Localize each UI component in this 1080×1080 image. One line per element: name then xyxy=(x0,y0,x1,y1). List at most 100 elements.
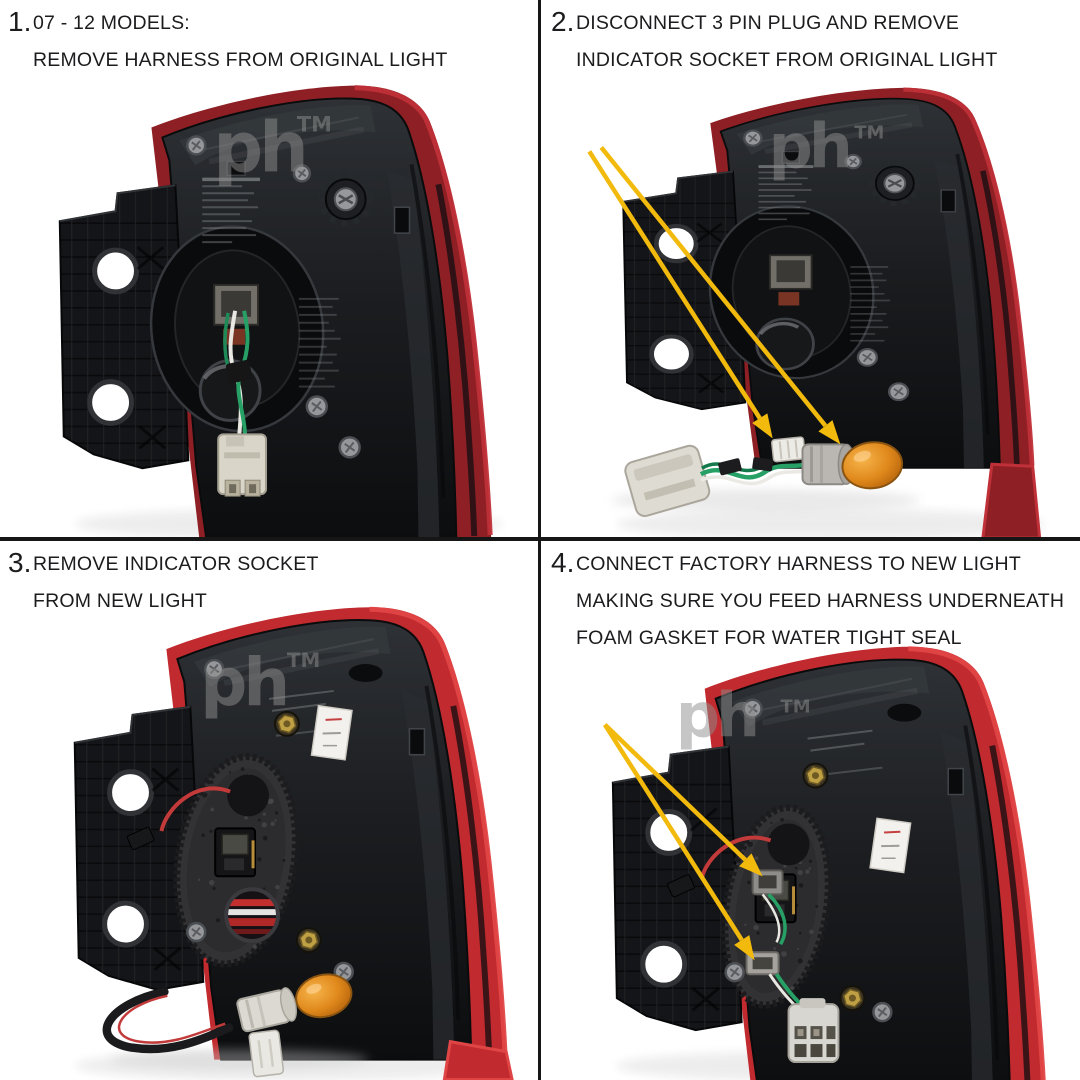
indicator-bulb-amber xyxy=(295,973,353,1019)
watermark-tm: TM xyxy=(297,113,332,137)
screw-icon xyxy=(856,347,879,367)
molded-label-text xyxy=(202,177,341,388)
loose-indicator-socket xyxy=(102,973,369,1078)
watermark: ph TM xyxy=(676,680,811,752)
housing-top-reflection xyxy=(732,666,930,727)
photo-harness-connected: ph TM xyxy=(602,646,1046,1080)
pointer-arrows xyxy=(602,723,763,961)
watermark-tm: TM xyxy=(854,122,884,143)
screw-icon xyxy=(872,1001,893,1023)
brass-bolt xyxy=(839,985,866,1012)
mounting-bracket xyxy=(73,705,205,991)
screw-icon xyxy=(887,382,910,402)
screw-icon xyxy=(186,921,207,943)
step-number: 2. xyxy=(551,6,575,37)
screw-icon xyxy=(292,164,312,183)
watermark-ph-logo: ph xyxy=(213,107,305,188)
pointer-arrow-icon xyxy=(587,150,773,439)
indicator-bulb-amber xyxy=(841,441,904,490)
park-light-wire xyxy=(667,835,772,898)
inspection-sticker xyxy=(869,817,912,874)
watermark-tm: TM xyxy=(781,697,811,718)
watermark-ph-logo: ph xyxy=(200,644,286,721)
watermark-ph-logo: ph xyxy=(769,110,849,182)
step-2-caption: 2. DISCONNECT 3 PIN PLUG AND REMOVE INDI… xyxy=(551,5,997,79)
screw-icon xyxy=(203,658,225,680)
step-text-line: REMOVE HARNESS FROM ORIGINAL LIGHT xyxy=(33,49,448,71)
lower-three-pin-plug xyxy=(745,951,780,976)
step-text-line: FOAM GASKET FOR WATER TIGHT SEAL xyxy=(576,627,962,649)
photo-harness-removed: ph TM xyxy=(587,87,1045,538)
tail-light xyxy=(58,85,493,538)
photo-new-light-socket: ph TM xyxy=(73,606,514,1080)
attached-harness xyxy=(217,310,268,497)
housing-right-ridge xyxy=(940,730,993,1080)
photo-original-light-back: ph TM xyxy=(58,85,504,538)
step-number: 3. xyxy=(8,547,32,578)
watermark: ph TM xyxy=(769,110,885,182)
bulb-recess xyxy=(708,205,875,380)
screw-icon xyxy=(338,436,361,459)
step-3-caption: 3. REMOVE INDICATOR SOCKET FROM NEW LIGH… xyxy=(8,546,319,620)
mounting-hole xyxy=(107,769,154,816)
step-text-line: FROM NEW LIGHT xyxy=(33,590,207,612)
housing-right-ridge xyxy=(386,169,440,538)
three-pin-plug xyxy=(771,436,806,463)
lens-bottom-extension xyxy=(981,462,1042,538)
bulb-recess xyxy=(149,225,325,433)
step-text-line: CONNECT FACTORY HARNESS TO NEW LIGHT xyxy=(576,553,1021,575)
harness-connector xyxy=(217,433,268,497)
mounting-hole xyxy=(649,334,694,374)
housing-top-reflection xyxy=(736,104,924,155)
mounting-hole xyxy=(102,900,149,948)
factory-plug xyxy=(624,444,711,518)
housing-top-reflection xyxy=(179,105,376,166)
inspection-sticker xyxy=(310,704,353,761)
brass-bolt xyxy=(295,927,322,953)
watermark-ph-logo: ph xyxy=(676,680,756,752)
screw-icon xyxy=(743,129,763,147)
bulb-opening xyxy=(226,889,278,942)
step-2-panel: 2. DISCONNECT 3 PIN PLUG AND REMOVE INDI… xyxy=(541,0,1080,538)
connected-harness xyxy=(745,869,840,1064)
step-1-panel: 1. 07 - 12 MODELS: REMOVE HARNESS FROM O… xyxy=(0,0,538,538)
step-text-line: DISCONNECT 3 PIN PLUG AND REMOVE xyxy=(576,12,960,34)
adjuster-gear xyxy=(868,160,921,207)
removed-harness xyxy=(611,436,921,518)
housing-top-reflection xyxy=(194,626,391,687)
step-4-caption: 4. CONNECT FACTORY HARNESS TO NEW LIGHT … xyxy=(551,546,1064,657)
adjuster-gear xyxy=(318,171,374,227)
housing-right-ridge xyxy=(401,690,455,1060)
step-number: 4. xyxy=(551,547,575,578)
watermark: ph TM xyxy=(200,644,320,721)
step-1-caption: 1. 07 - 12 MODELS: REMOVE HARNESS FROM O… xyxy=(8,5,448,79)
step-text-line: REMOVE INDICATOR SOCKET xyxy=(33,553,319,575)
screw-icon xyxy=(186,135,207,156)
screw-icon xyxy=(305,395,329,418)
molded-label-text xyxy=(758,165,891,342)
mounting-hole xyxy=(640,940,688,988)
brass-bolt xyxy=(273,710,300,737)
housing-right-ridge xyxy=(933,158,984,468)
step-text-line: INDICATOR SOCKET FROM ORIGINAL LIGHT xyxy=(576,49,998,71)
photo-shadow xyxy=(616,509,1045,538)
mounting-hole xyxy=(92,247,139,295)
indicator-socket-receptacle xyxy=(214,827,257,878)
watermark: ph TM xyxy=(213,107,332,188)
step-number: 1. xyxy=(8,6,32,37)
upper-indicator-plug xyxy=(751,869,784,896)
step-4-panel: 4. CONNECT FACTORY HARNESS TO NEW LIGHT … xyxy=(541,541,1080,1080)
step-text-line: 07 - 12 MODELS: xyxy=(33,12,190,34)
tail-light xyxy=(611,646,1046,1080)
park-light-wire xyxy=(126,786,231,851)
screw-icon xyxy=(742,698,763,719)
screw-icon xyxy=(724,961,745,983)
brass-bolt xyxy=(802,762,829,789)
pointer-arrow-icon xyxy=(599,146,841,445)
grid-divider-horizontal xyxy=(0,537,1080,541)
pointer-arrow-icon xyxy=(602,723,755,961)
watermark-tm: TM xyxy=(287,649,320,672)
mounting-hole xyxy=(87,379,135,426)
step-text-line: MAKING SURE YOU FEED HARNESS UNDERNEATH xyxy=(576,590,1065,612)
